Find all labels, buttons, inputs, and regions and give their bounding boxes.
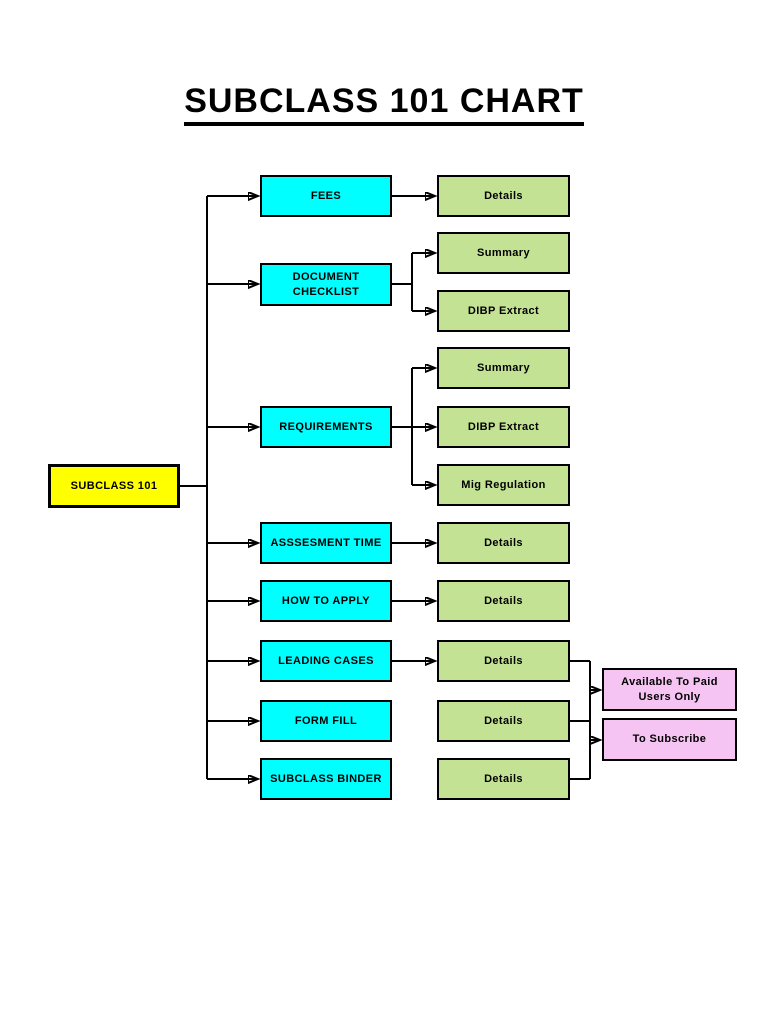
note-label: To Subscribe <box>632 733 707 746</box>
trunk-line <box>180 196 208 779</box>
node-label: FORM FILL <box>294 714 358 727</box>
node-label: Details <box>484 189 523 202</box>
document-checklist-branch <box>392 253 413 311</box>
node-how-to-apply-details: Details <box>437 580 570 622</box>
node-label: LEADING CASES <box>278 654 374 667</box>
node-asssesment-time: ASSSESMENT TIME <box>260 522 392 564</box>
node-leading-cases-details: Details <box>437 640 570 682</box>
node-asssesment-time-details: Details <box>437 522 570 564</box>
node-label: HOW TO APPLY <box>281 594 371 607</box>
node-form-fill: FORM FILL <box>260 700 392 742</box>
node-label: Details <box>484 594 523 607</box>
node-requirements: REQUIREMENTS <box>260 406 392 448</box>
node-requirements-dibp-extract: DIBP Extract <box>437 406 570 448</box>
note-to-subscribe: To Subscribe <box>602 718 737 761</box>
node-label: DIBP Extract <box>467 304 540 317</box>
node-requirements-summary: Summary <box>437 347 570 389</box>
subscription-branch <box>570 660 591 780</box>
page-title: SUBCLASS 101 CHART <box>184 82 584 126</box>
node-subclass-101: SUBCLASS 101 <box>48 464 180 508</box>
node-label: REQUIREMENTS <box>279 420 373 433</box>
node-label: Details <box>484 772 523 785</box>
node-form-fill-details: Details <box>437 700 570 742</box>
node-label: Mig Regulation <box>461 478 546 491</box>
node-label: SUBCLASS 101 <box>70 479 158 492</box>
node-label: FEES <box>310 189 342 202</box>
node-label: DOCUMENT CHECKLIST <box>292 271 360 298</box>
node-subclass-binder-details: Details <box>437 758 570 800</box>
node-label: Summary <box>477 246 530 259</box>
node-label: Details <box>484 536 523 549</box>
requirements-branch <box>392 368 413 485</box>
page-title-wrap: SUBCLASS 101 CHART <box>0 82 768 126</box>
node-label: DIBP Extract <box>467 420 540 433</box>
note-available-to-paid-users: Available To Paid Users Only <box>602 668 737 711</box>
node-fees: FEES <box>260 175 392 217</box>
node-document-checklist-dibp-extract: DIBP Extract <box>437 290 570 332</box>
node-leading-cases: LEADING CASES <box>260 640 392 682</box>
node-label: Details <box>484 654 523 667</box>
node-how-to-apply: HOW TO APPLY <box>260 580 392 622</box>
note-label: Available To Paid Users Only <box>621 676 718 703</box>
node-document-checklist-summary: Summary <box>437 232 570 274</box>
node-label: SUBCLASS BINDER <box>270 772 382 785</box>
node-requirements-mig-regulation: Mig Regulation <box>437 464 570 506</box>
node-subclass-binder: SUBCLASS BINDER <box>260 758 392 800</box>
node-label: Summary <box>477 361 530 374</box>
node-fees-details: Details <box>437 175 570 217</box>
node-label: Details <box>484 714 523 727</box>
node-document-checklist: DOCUMENT CHECKLIST <box>260 263 392 306</box>
node-label: ASSSESMENT TIME <box>270 536 382 549</box>
